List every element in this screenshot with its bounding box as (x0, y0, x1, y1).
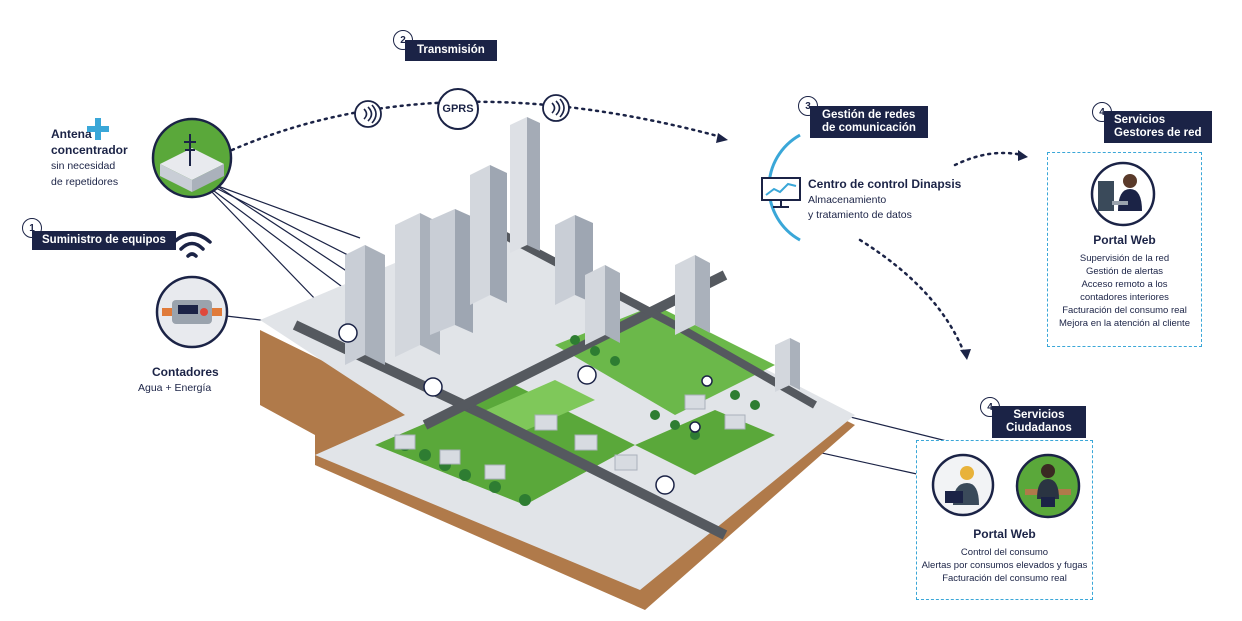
citizen-avatar-laptop (931, 453, 995, 517)
citizens-item: Control del consumo (960, 547, 1049, 558)
managers-item: Supervisión de la red (1079, 253, 1170, 264)
managers-item: Facturación del consumo real (1062, 305, 1187, 316)
gprs-label: GPRS (442, 103, 474, 115)
citizens-portal-panel: Portal Web Control del consumo Alertas p… (916, 440, 1093, 600)
transmission-arrowhead (716, 133, 728, 143)
antenna-icon (151, 117, 233, 199)
plus-icon (87, 118, 109, 140)
control-center-line2: y tratamiento de datos (808, 209, 912, 221)
step-4b-label-line1: Servicios (1013, 409, 1065, 421)
citizens-portal-title: Portal Web (973, 527, 1036, 541)
signal-icon-right (542, 94, 570, 122)
step-4a-label-line2: Gestores de red (1114, 127, 1202, 139)
managers-portal-title: Portal Web (1093, 233, 1156, 247)
city-illustration (260, 117, 855, 610)
arrow-to-managers-head (1018, 150, 1028, 161)
control-center-line1: Almacenamiento (808, 194, 887, 206)
signal-icon-left (354, 100, 382, 128)
antenna-desc-1: sin necesidad (51, 160, 116, 172)
citizens-portal-items: Control del consumo Alertas por consumos… (917, 546, 1092, 585)
control-center-title: Centro de control Dinapsis (808, 177, 962, 191)
step-3-label-line2: de comunicación (822, 122, 916, 134)
antenna-title-1: Antena (51, 127, 92, 141)
managers-portal-panel: Portal Web Supervisión de la red Gestión… (1047, 152, 1202, 347)
wifi-icon (172, 232, 212, 258)
citizens-item: Facturación del consumo real (942, 573, 1067, 584)
managers-portal-items: Supervisión de la red Gestión de alertas… (1048, 252, 1201, 330)
meters-subtitle: Agua + Energía (138, 382, 212, 394)
managers-item: contadores interiores (1080, 292, 1169, 303)
step-4a-label-line1: Servicios (1114, 114, 1166, 126)
citizen-avatar-phone (1015, 453, 1081, 519)
step-3-label: Gestión de redes de comunicación (810, 106, 928, 138)
managers-item: Acceso remoto a los (1081, 279, 1168, 290)
step-4b-label-line2: Ciudadanos (1006, 422, 1072, 434)
step-4b-label: Servicios Ciudadanos (992, 406, 1086, 438)
step-1-label: Suministro de equipos (32, 231, 176, 250)
monitor-chart-icon (761, 177, 801, 208)
citizens-item: Alertas por consumos elevados y fugas (921, 560, 1088, 571)
step-3-label-line1: Gestión de redes (822, 109, 916, 121)
step-2-label: Transmisión (405, 40, 497, 61)
arrow-to-citizens (858, 238, 967, 357)
meter-icon (155, 275, 229, 349)
step-4a-label: Servicios Gestores de red (1104, 111, 1212, 143)
meters-title: Contadores (152, 365, 219, 379)
antenna-title-2: concentrador (51, 143, 128, 157)
antenna-desc-2: de repetidores (51, 176, 119, 188)
manager-avatar (1090, 161, 1156, 227)
gprs-badge: GPRS (437, 88, 479, 130)
arrow-to-citizens-head (960, 349, 971, 360)
arrow-to-managers (953, 151, 1024, 167)
managers-item: Mejora en la atención al cliente (1059, 318, 1190, 329)
managers-item: Gestión de alertas (1085, 266, 1164, 277)
